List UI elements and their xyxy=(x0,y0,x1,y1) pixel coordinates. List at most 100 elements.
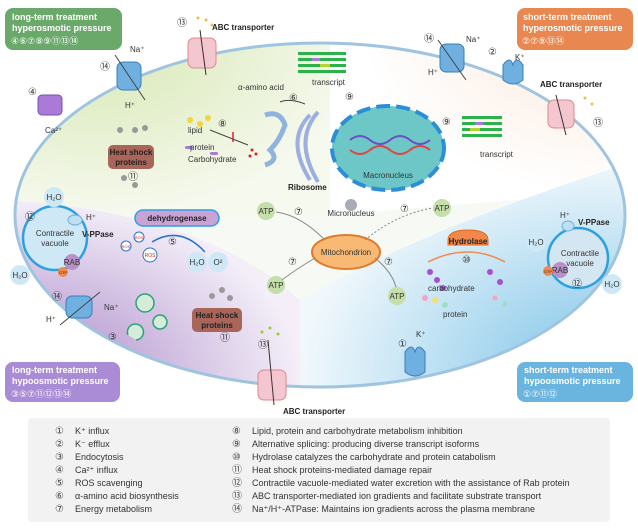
amino-acid-label: α-amino acid xyxy=(238,83,284,92)
lipid-label: lipid xyxy=(188,126,202,135)
golgi-icon xyxy=(264,111,288,168)
legend-text: Heat shock proteins-mediated damage repa… xyxy=(252,465,432,475)
legend-text: Ca²⁺ influx xyxy=(75,465,118,475)
step-2-marker: ② xyxy=(488,47,497,58)
atp-label: ATP xyxy=(259,207,274,216)
ribosome-label: Ribosome xyxy=(288,183,327,192)
endocytosis: ③ xyxy=(108,293,168,343)
box-line2: hyperosmotic pressure xyxy=(12,23,112,33)
metabolism-inhibition: lipid protein Carbohydrate ⑧ xyxy=(185,115,258,164)
legend-number: ⑫ xyxy=(232,477,242,489)
step-11-marker: ⑪ xyxy=(220,332,230,344)
box-line2: hypoosmotic pressure xyxy=(524,376,621,386)
contractile-label: Contractile xyxy=(561,249,600,258)
vesicle-icon xyxy=(152,314,168,330)
transcripts-right: transcript ⑨ xyxy=(442,116,514,159)
h2o-label: H₂O xyxy=(604,280,619,289)
na-label: Na⁺ xyxy=(104,303,118,312)
hydrolase-catabolism: Hydrolase ⑩ carbohydrate protein xyxy=(422,229,508,319)
k-label: K⁺ xyxy=(515,53,525,62)
vesicle-icon xyxy=(135,293,155,313)
transcript-label: transcript xyxy=(312,78,346,87)
legend-number: ⑧ xyxy=(232,426,241,437)
box-short-term-hypoosmotic: short-term treatment hypoosmotic pressur… xyxy=(517,362,633,402)
hydrolase-label: Hydrolase xyxy=(449,237,488,246)
potassium-channel-icon xyxy=(404,346,426,377)
legend-text: ROS scavenging xyxy=(75,478,143,488)
legend-number: ③ xyxy=(55,452,64,463)
o2-label: O² xyxy=(214,258,223,267)
endoplasmic-reticulum-icon xyxy=(295,113,312,182)
h2o-label: H₂O xyxy=(12,271,27,280)
step-1-marker: ① xyxy=(398,339,407,350)
carbohydrate-label: Carbohydrate xyxy=(188,155,237,164)
abc-transporter-label: ABC transporter xyxy=(540,80,602,89)
legend-item: ⑥ α-amino acid biosynthesis xyxy=(55,491,179,502)
legend-number: ④ xyxy=(55,465,64,476)
na-label: Na⁺ xyxy=(466,35,480,44)
box-numbers: ②⑦⑨⑬⑭ xyxy=(522,36,564,47)
legend-item: ⑨ Alternative splicing: producing diverse… xyxy=(232,439,480,450)
legend-number: ⑥ xyxy=(55,491,64,502)
step-8-marker: ⑧ xyxy=(218,119,227,130)
rab-label: RAB xyxy=(64,258,80,267)
transcript-label: transcript xyxy=(480,150,514,159)
step-7-marker: ⑦ xyxy=(400,204,409,215)
step-14-marker: ⑭ xyxy=(52,291,62,303)
na-h-atpase-bottom-left: ⑭ Na⁺ H⁺ xyxy=(46,291,118,326)
step-11-marker: ⑪ xyxy=(128,171,138,183)
step-5-marker: ⑤ xyxy=(168,237,177,248)
calcium-channel-icon xyxy=(37,94,63,116)
legend-number: ⑪ xyxy=(232,464,242,476)
v-ppase-label: V-PPase xyxy=(82,230,114,239)
ros-label: ROS xyxy=(122,244,131,249)
h2o-label: H₂O xyxy=(189,258,204,267)
box-line2: hypoosmotic pressure xyxy=(12,376,109,386)
legend-text: Endocytosis xyxy=(75,452,124,462)
legend-number: ⑨ xyxy=(232,439,241,450)
legend-text: α-amino acid biosynthesis xyxy=(75,491,179,501)
hsp-label: Heat shock xyxy=(110,148,153,157)
abc-transporter-icon xyxy=(187,37,217,69)
na-h-atpase-top-right: ⑭ Na⁺ H⁺ xyxy=(424,33,480,81)
k-label: K⁺ xyxy=(416,330,426,339)
step-7-marker: ⑦ xyxy=(384,257,393,268)
box-line1: short-term treatment xyxy=(524,365,613,375)
legend-text: Alternative splicing: producing diverse … xyxy=(252,439,480,449)
legend-item: ⑪ Heat shock proteins-mediated damage rep… xyxy=(232,464,432,476)
ros-scavenging: dehydrogenase ROS ROS ROS ⑤ H₂O O² xyxy=(120,209,228,272)
energy-metabolism: Mitochondrion ATP ATP ATP ATP ⑦ ⑦ ⑦ ⑦ xyxy=(257,199,451,305)
step-13-marker: ⑬ xyxy=(593,117,603,129)
v-ppase-icon xyxy=(561,220,575,232)
v-ppase-icon xyxy=(67,214,83,226)
h-label: H⁺ xyxy=(86,213,96,222)
atp-label: ATP xyxy=(435,204,450,213)
legend-number: ① xyxy=(55,426,64,437)
gtp-label: GTP xyxy=(59,270,68,275)
mitochondrion-icon xyxy=(311,234,381,270)
channel-icon xyxy=(65,295,93,319)
h2o-label: H₂O xyxy=(46,193,61,202)
legend-number: ⑦ xyxy=(55,504,64,515)
potassium-channel-icon xyxy=(502,59,524,85)
abc-transporter-top: ⑬ ABC transporter xyxy=(177,16,274,76)
amino-acid-biosynthesis: α-amino acid ⑥ Ribosome xyxy=(238,83,327,192)
heat-shock-proteins-bottom: Heat shock proteins ⑪ xyxy=(192,287,242,344)
protein-label: protein xyxy=(190,143,214,152)
vacuole-label: vacuole xyxy=(41,239,69,248)
k-influx-channel: ① K⁺ xyxy=(398,330,426,377)
protein-label: protein xyxy=(443,310,467,319)
na-label: Na⁺ xyxy=(130,45,144,54)
cell-membrane xyxy=(13,41,627,389)
legend-text: Hydrolase catalyzes the carbohydrate and… xyxy=(252,452,496,462)
k-efflux-channel: ② K⁺ xyxy=(488,47,525,85)
step-7-marker: ⑦ xyxy=(288,257,297,268)
h-label: H⁺ xyxy=(46,315,56,324)
